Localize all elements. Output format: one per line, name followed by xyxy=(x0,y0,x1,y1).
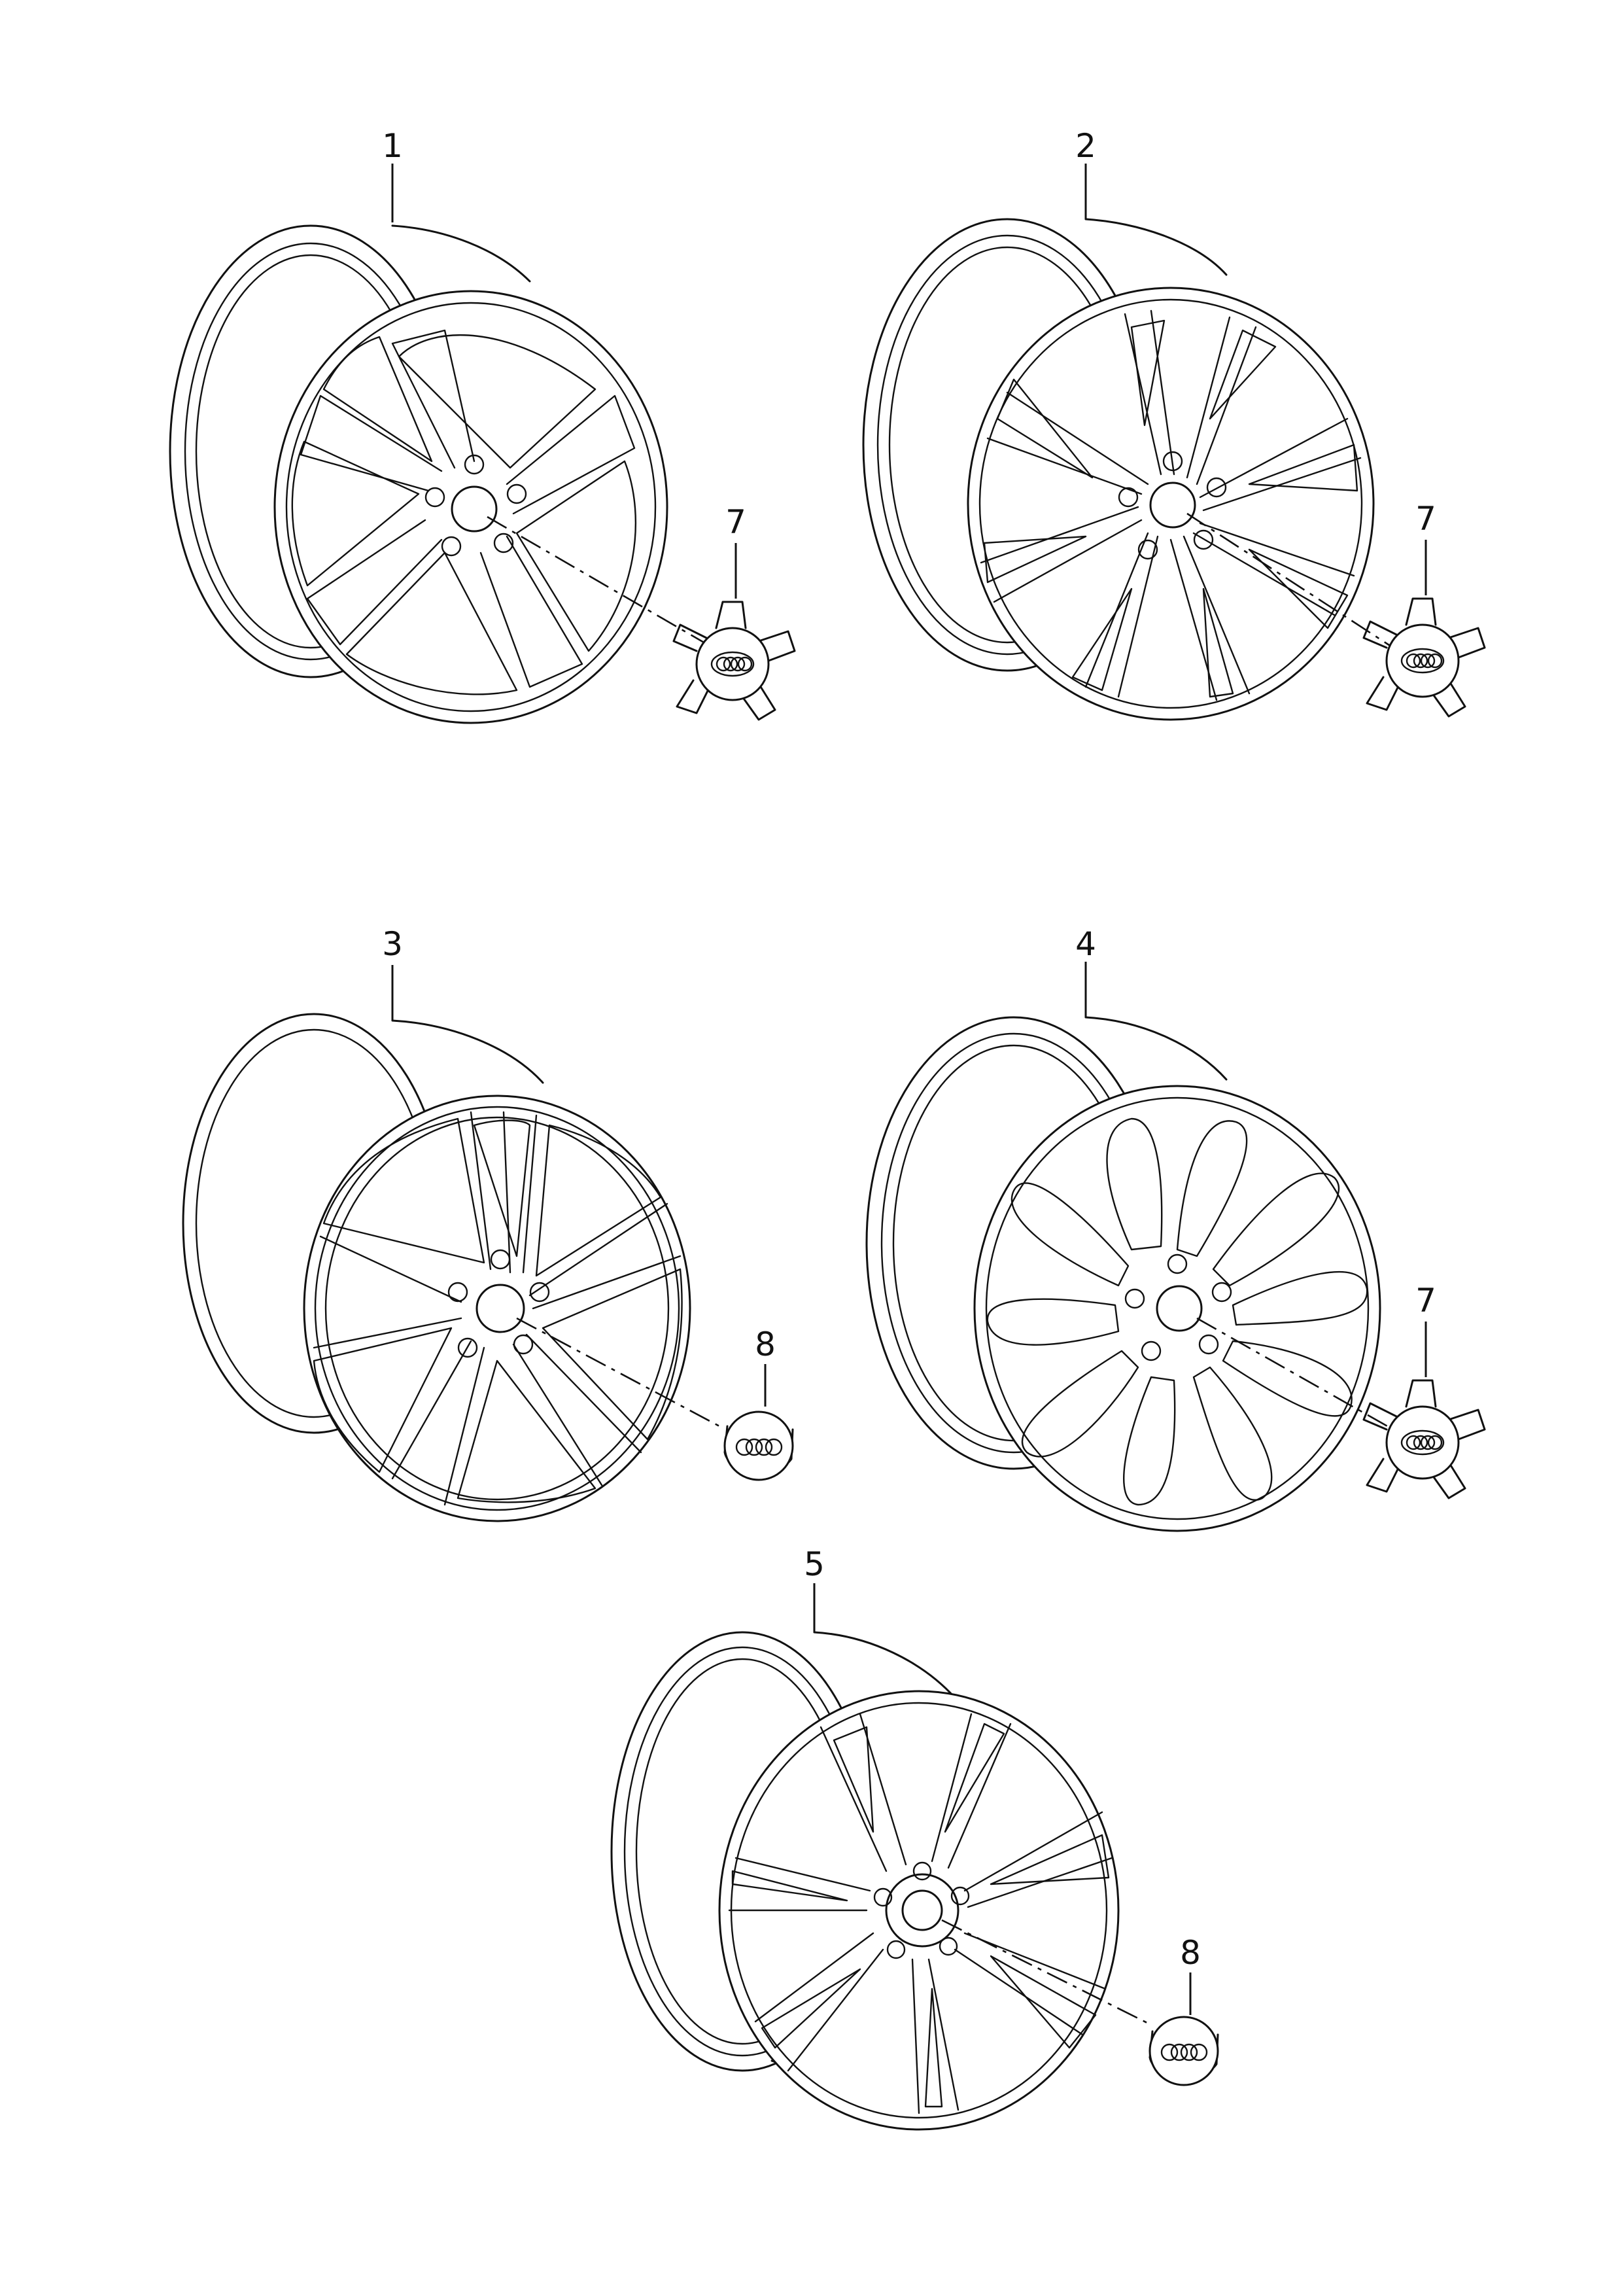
wheel-2-face xyxy=(967,287,1375,721)
center-cap-2[interactable] xyxy=(1362,540,1486,718)
callout-wheel-3: 3 xyxy=(382,925,403,963)
center-cap-5[interactable] xyxy=(1149,1972,1219,2086)
callout-cap-1: 7 xyxy=(725,503,746,541)
center-cap-3[interactable] xyxy=(723,1364,794,1481)
wheel-5-face xyxy=(718,1690,1120,2131)
center-cap-4[interactable] xyxy=(1362,1322,1486,1499)
wheel-3-face xyxy=(303,1095,691,1522)
callout-wheel-4: 4 xyxy=(1075,925,1096,963)
wheel-4-face xyxy=(973,1085,1381,1532)
wheel-2[interactable] xyxy=(862,164,1394,721)
center-cap-1[interactable] xyxy=(672,543,796,721)
callout-cap-3: 8 xyxy=(755,1325,776,1363)
callout-cap-2: 7 xyxy=(1415,500,1436,538)
callout-wheel-1: 1 xyxy=(382,127,403,165)
wheel-1[interactable] xyxy=(169,164,714,724)
callout-wheel-2: 2 xyxy=(1075,127,1096,165)
callout-cap-5: 8 xyxy=(1180,1934,1201,1972)
callout-cap-4: 7 xyxy=(1415,1282,1436,1320)
wheel-1-face xyxy=(273,290,668,724)
wheel-5[interactable] xyxy=(610,1583,1152,2131)
wheel-3[interactable] xyxy=(182,965,720,1522)
callout-wheel-5: 5 xyxy=(804,1545,825,1583)
wheel-4[interactable] xyxy=(865,962,1394,1532)
